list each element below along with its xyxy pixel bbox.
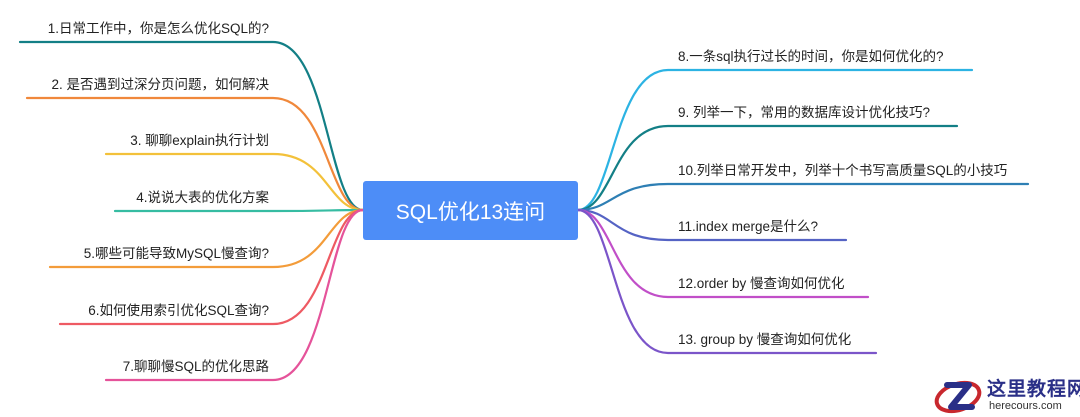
branch-line-left-5 — [48, 208, 365, 269]
branch-line-left-1 — [18, 40, 365, 212]
topic-1[interactable]: 1.日常工作中，你是怎么优化SQL的? — [47, 21, 269, 36]
topic-4[interactable]: 4.说说大表的优化方案 — [136, 190, 269, 205]
site-logo-icon — [934, 380, 982, 414]
watermark: 这里教程网 herecours.com — [932, 373, 1080, 417]
branch-line-left-7 — [104, 208, 365, 382]
topic-11[interactable]: 11.index merge是什么? — [678, 219, 819, 234]
topic-10[interactable]: 10.列举日常开发中，列举十个书写高质量SQL的小技巧 — [678, 163, 1008, 178]
branch-line-left-4 — [113, 208, 365, 213]
topic-3[interactable]: 3. 聊聊explain执行计划 — [130, 133, 269, 148]
branch-line-left-6 — [58, 208, 365, 326]
topic-5[interactable]: 5.哪些可能导致MySQL慢查询? — [83, 246, 269, 261]
topic-12[interactable]: 12.order by 慢查询如何优化 — [678, 276, 845, 291]
branch-line-right-10 — [576, 182, 1030, 212]
topic-8[interactable]: 8.一条sql执行过长的时间，你是如何优化的? — [678, 49, 944, 64]
branch-line-right-12 — [576, 208, 870, 299]
branch-line-right-13 — [576, 208, 878, 355]
central-topic-label: SQL优化13连问 — [395, 200, 546, 224]
topic-7[interactable]: 7.聊聊慢SQL的优化思路 — [122, 359, 269, 374]
branch-line-right-8 — [576, 68, 974, 212]
branch-line-left-2 — [25, 96, 365, 212]
topic-13[interactable]: 13. group by 慢查询如何优化 — [678, 332, 852, 347]
topic-9[interactable]: 9. 列举一下，常用的数据库设计优化技巧? — [678, 105, 931, 120]
branch-line-right-11 — [576, 208, 848, 242]
watermark-url: herecours.com — [989, 400, 1062, 412]
topic-2[interactable]: 2. 是否遇到过深分页问题，如何解决 — [51, 77, 269, 92]
watermark-title: 这里教程网 — [987, 378, 1080, 400]
central-topic[interactable]: SQL优化13连问 — [363, 181, 578, 240]
branch-line-left-3 — [104, 152, 365, 212]
topic-6[interactable]: 6.如何使用索引优化SQL查询? — [88, 303, 269, 318]
branch-line-right-9 — [576, 124, 959, 212]
